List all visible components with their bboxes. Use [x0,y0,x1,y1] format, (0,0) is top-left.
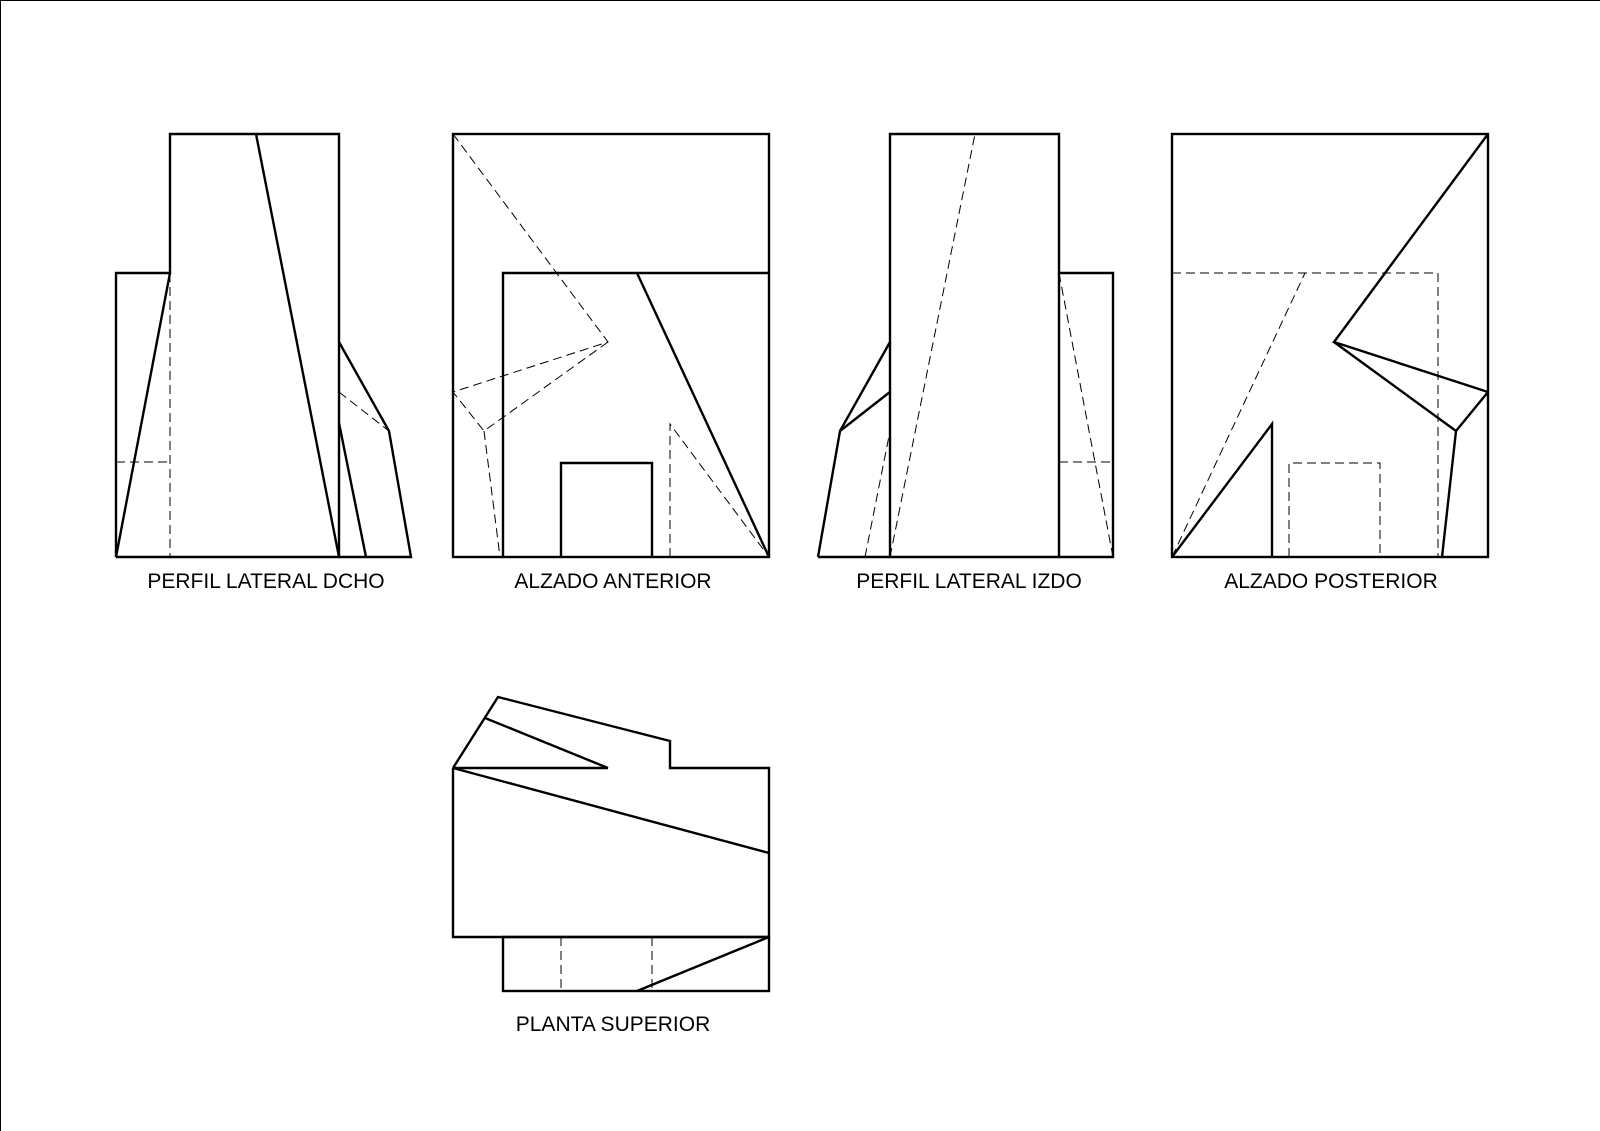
front-elevation-view: ALZADO ANTERIOR [451,132,771,593]
front-elevation-hidden-line [452,341,609,432]
rear-elevation-view: ALZADO POSTERIOR [1170,132,1490,593]
top-plan-label: PLANTA SUPERIOR [516,1013,711,1036]
right-profile-hidden-line [338,391,390,432]
right-profile-view: PERFIL LATERAL DCHO [114,132,413,593]
right-profile-edge [114,272,172,558]
front-elevation-label: ALZADO ANTERIOR [514,570,711,593]
rear-elevation-edge [1171,420,1274,558]
right-profile-label: PERFIL LATERAL DCHO [147,570,384,593]
top-plan-edge [636,935,770,993]
top-plan-view: PLANTA SUPERIOR [451,695,771,1036]
front-elevation-door [559,461,654,557]
top-plan-lower-block [501,935,771,993]
front-elevation-hidden-line [452,133,609,393]
top-plan-outline [451,695,771,939]
front-elevation-edge [501,271,769,557]
right-profile-edge [337,422,368,558]
left-profile-label: PERFIL LATERAL IZDO [856,570,1082,593]
rear-elevation-edge [1440,430,1458,558]
front-elevation-hidden-line [483,430,501,558]
front-elevation-edge [635,272,771,558]
rear-elevation-hidden-door [1288,462,1381,557]
sheet-top-border [0,0,1600,1]
left-profile-view: PERFIL LATERAL IZDO [816,132,1115,593]
rear-elevation-hidden-line [1172,272,1439,557]
rear-elevation-edge [1333,341,1489,433]
left-profile-outline [816,132,1115,559]
front-elevation-outline [451,132,771,559]
sheet-left-border [0,0,1,1131]
left-profile-hidden-line [1058,272,1114,558]
top-plan-edge [452,766,770,855]
left-profile-edge [839,391,891,432]
rear-elevation-edge [1332,133,1489,394]
top-plan-edge [484,716,609,770]
left-profile-hidden-line [889,133,976,558]
rear-elevation-hidden-line [1171,272,1306,558]
right-profile-edge [254,133,341,558]
rear-elevation-outline [1170,132,1490,559]
right-profile-outline [114,132,413,559]
rear-elevation-label: ALZADO POSTERIOR [1224,570,1438,593]
left-profile-hidden-line [864,430,891,558]
front-elevation-hidden-line [669,422,770,558]
